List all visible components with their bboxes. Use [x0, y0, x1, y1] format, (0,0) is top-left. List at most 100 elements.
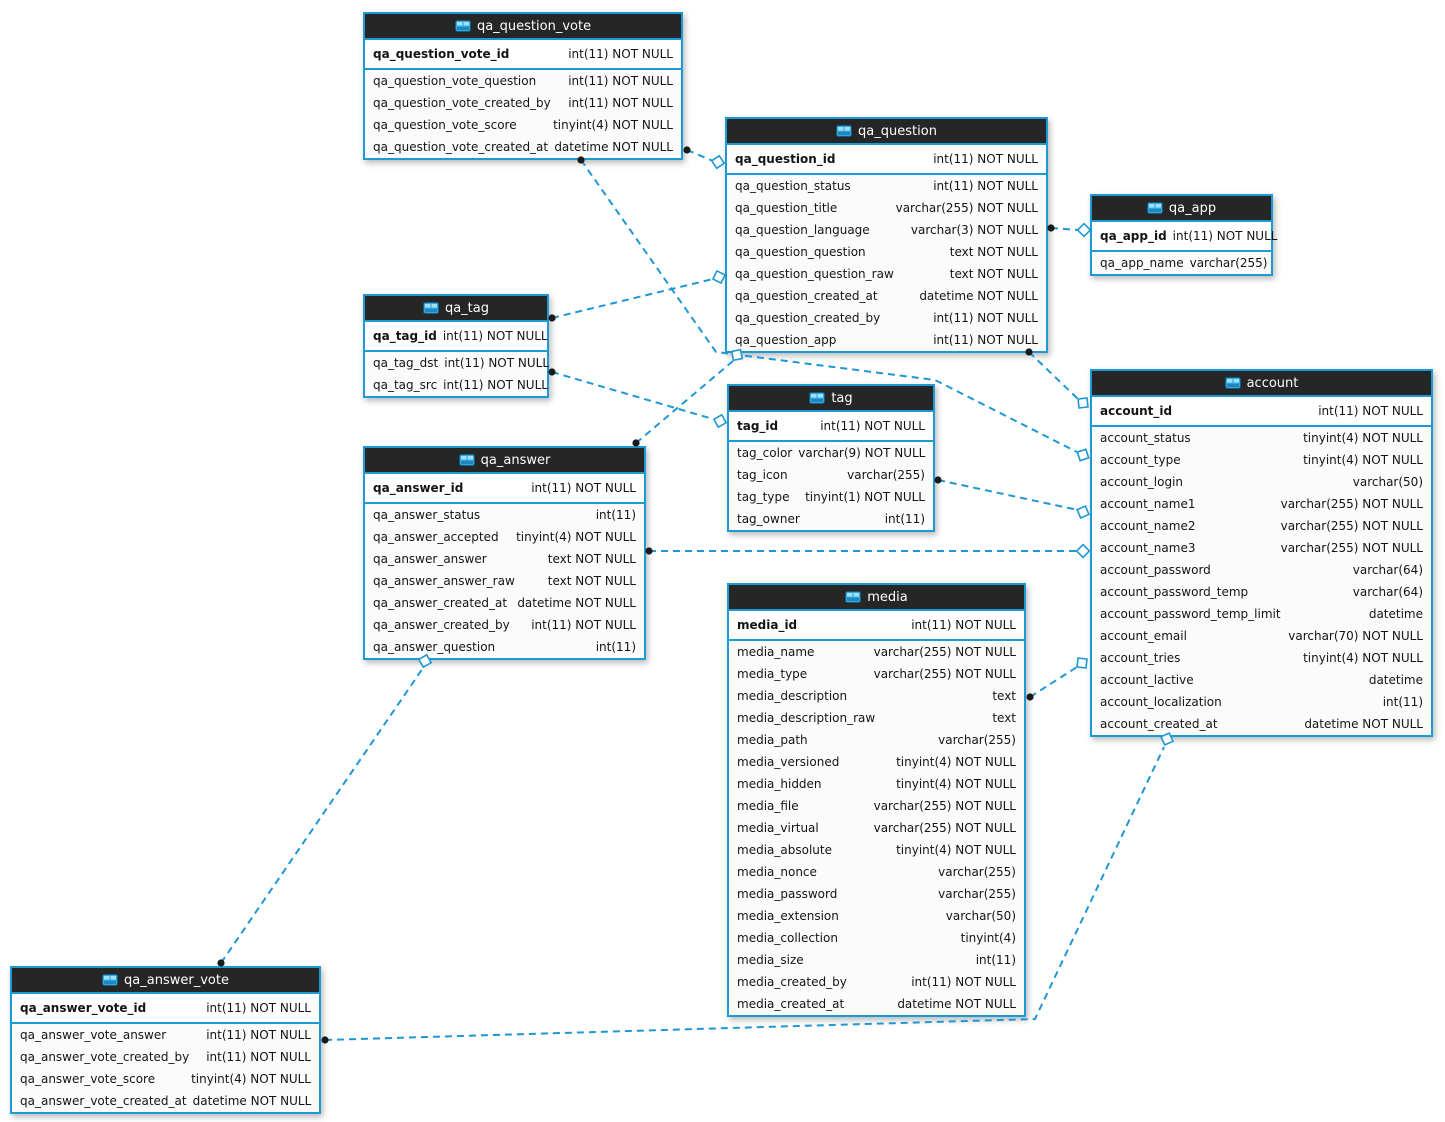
- column-type: int(11): [595, 507, 636, 522]
- relationship-line: [551, 278, 714, 319]
- primary-key-name: qa_app_id: [1100, 228, 1167, 243]
- column-name: qa_question_vote_created_by: [373, 95, 551, 110]
- primary-key-diamond: [711, 269, 727, 285]
- column-name: media_created_by: [737, 974, 847, 989]
- column-name: qa_question_created_by: [735, 310, 881, 325]
- column-type: text NOT NULL: [949, 266, 1038, 281]
- column-name: media_absolute: [737, 842, 832, 857]
- relationship-media_created_by-to-account_id[interactable]: [1026, 657, 1088, 701]
- column-type: varchar(255) NOT NULL: [873, 798, 1016, 813]
- relationship-line: [1029, 666, 1078, 698]
- relationship-qa_question_vote_question-to-qa_question_id[interactable]: [683, 146, 726, 170]
- table-header-qa_answer_vote[interactable]: qa_answer_vote: [12, 968, 319, 994]
- column-type: int(11) NOT NULL: [1172, 228, 1278, 243]
- column-name: qa_tag_src: [373, 377, 438, 392]
- table-header-qa_question[interactable]: qa_question: [727, 119, 1046, 145]
- table-header-tag[interactable]: tag: [729, 386, 933, 412]
- column-name: qa_question_created_at: [735, 288, 878, 303]
- column-type: varchar(64): [1352, 562, 1423, 577]
- column-type: int(11) NOT NULL: [206, 1000, 311, 1015]
- relationship-qa_tag_dst-to-qa_question_id[interactable]: [548, 269, 727, 322]
- relationship-qa_answer_created_by-to-account_id[interactable]: [645, 543, 1091, 559]
- relationship-qa_answer_question-to-qa_question_id[interactable]: [632, 348, 744, 447]
- table-header-account[interactable]: account: [1092, 371, 1431, 397]
- column-type: int(11) NOT NULL: [444, 355, 550, 370]
- column-type: text NOT NULL: [547, 573, 636, 588]
- column-type: varchar(50): [945, 908, 1016, 923]
- column-name: account_lactive: [1100, 672, 1194, 687]
- table-title: qa_tag: [444, 300, 490, 316]
- table-header-qa_answer[interactable]: qa_answer: [365, 448, 644, 474]
- column-type: varchar(255): [1189, 255, 1268, 270]
- column-type: tinyint(1) NOT NULL: [805, 489, 925, 504]
- relationship-line: [1028, 351, 1079, 400]
- column-name: account_tries: [1100, 650, 1181, 665]
- table-grid-icon: [845, 591, 862, 603]
- column-type: text: [992, 688, 1016, 703]
- column-type: tinyint(4) NOT NULL: [516, 529, 636, 544]
- table-title: qa_answer_vote: [124, 972, 229, 988]
- relationship-qa_tag_src-to-tag_id[interactable]: [548, 368, 728, 429]
- column-name: qa_question_question: [735, 244, 866, 259]
- primary-key-name: qa_question_id: [735, 151, 836, 166]
- column-name: qa_answer_vote_answer: [20, 1027, 167, 1042]
- column-type: int(11): [595, 639, 636, 654]
- table-grid-icon: [1224, 377, 1241, 389]
- column-type: varchar(255) NOT NULL: [873, 644, 1016, 659]
- relationship-qa_answer_vote_answer-to-qa_answer_id[interactable]: [217, 653, 433, 967]
- table-grid-icon: [422, 302, 439, 314]
- table-header-media[interactable]: media: [729, 585, 1024, 611]
- primary-key-diamond: [1077, 397, 1089, 409]
- column-type: varchar(50): [1352, 474, 1423, 489]
- relationship-qa_question_app-to-qa_app_id[interactable]: [1047, 222, 1092, 238]
- column-name: media_collection: [737, 930, 838, 945]
- column-type: text NOT NULL: [949, 244, 1038, 259]
- column-type: datetime NOT NULL: [897, 996, 1016, 1011]
- primary-key-name: account_id: [1100, 403, 1173, 418]
- foreign-key-dot: [548, 368, 556, 376]
- primary-key-diamond: [1075, 543, 1091, 559]
- relationship-qa_question_created_by-to-account_id[interactable]: [1025, 348, 1089, 409]
- relationship-tag_owner-to-account_id[interactable]: [934, 476, 1090, 519]
- table-title: tag: [831, 390, 853, 406]
- table-header-qa_question_vote[interactable]: qa_question_vote: [365, 14, 681, 40]
- table-header-qa_app[interactable]: qa_app: [1092, 196, 1271, 222]
- column-type: int(11) NOT NULL: [531, 480, 636, 495]
- column-type: tinyint(4): [960, 930, 1016, 945]
- column-name: qa_question_vote_score: [373, 117, 517, 132]
- column-name: media_nonce: [737, 864, 817, 879]
- column-type: int(11) NOT NULL: [568, 46, 673, 61]
- column-row: media_collection tinyint(4): [729, 927, 1024, 949]
- column-name: qa_answer_accepted: [373, 529, 499, 544]
- column-type: varchar(255) NOT NULL: [873, 820, 1016, 835]
- table-grid-icon: [836, 125, 853, 137]
- table-header-qa_tag[interactable]: qa_tag: [365, 296, 547, 322]
- column-name: media_hidden: [737, 776, 822, 791]
